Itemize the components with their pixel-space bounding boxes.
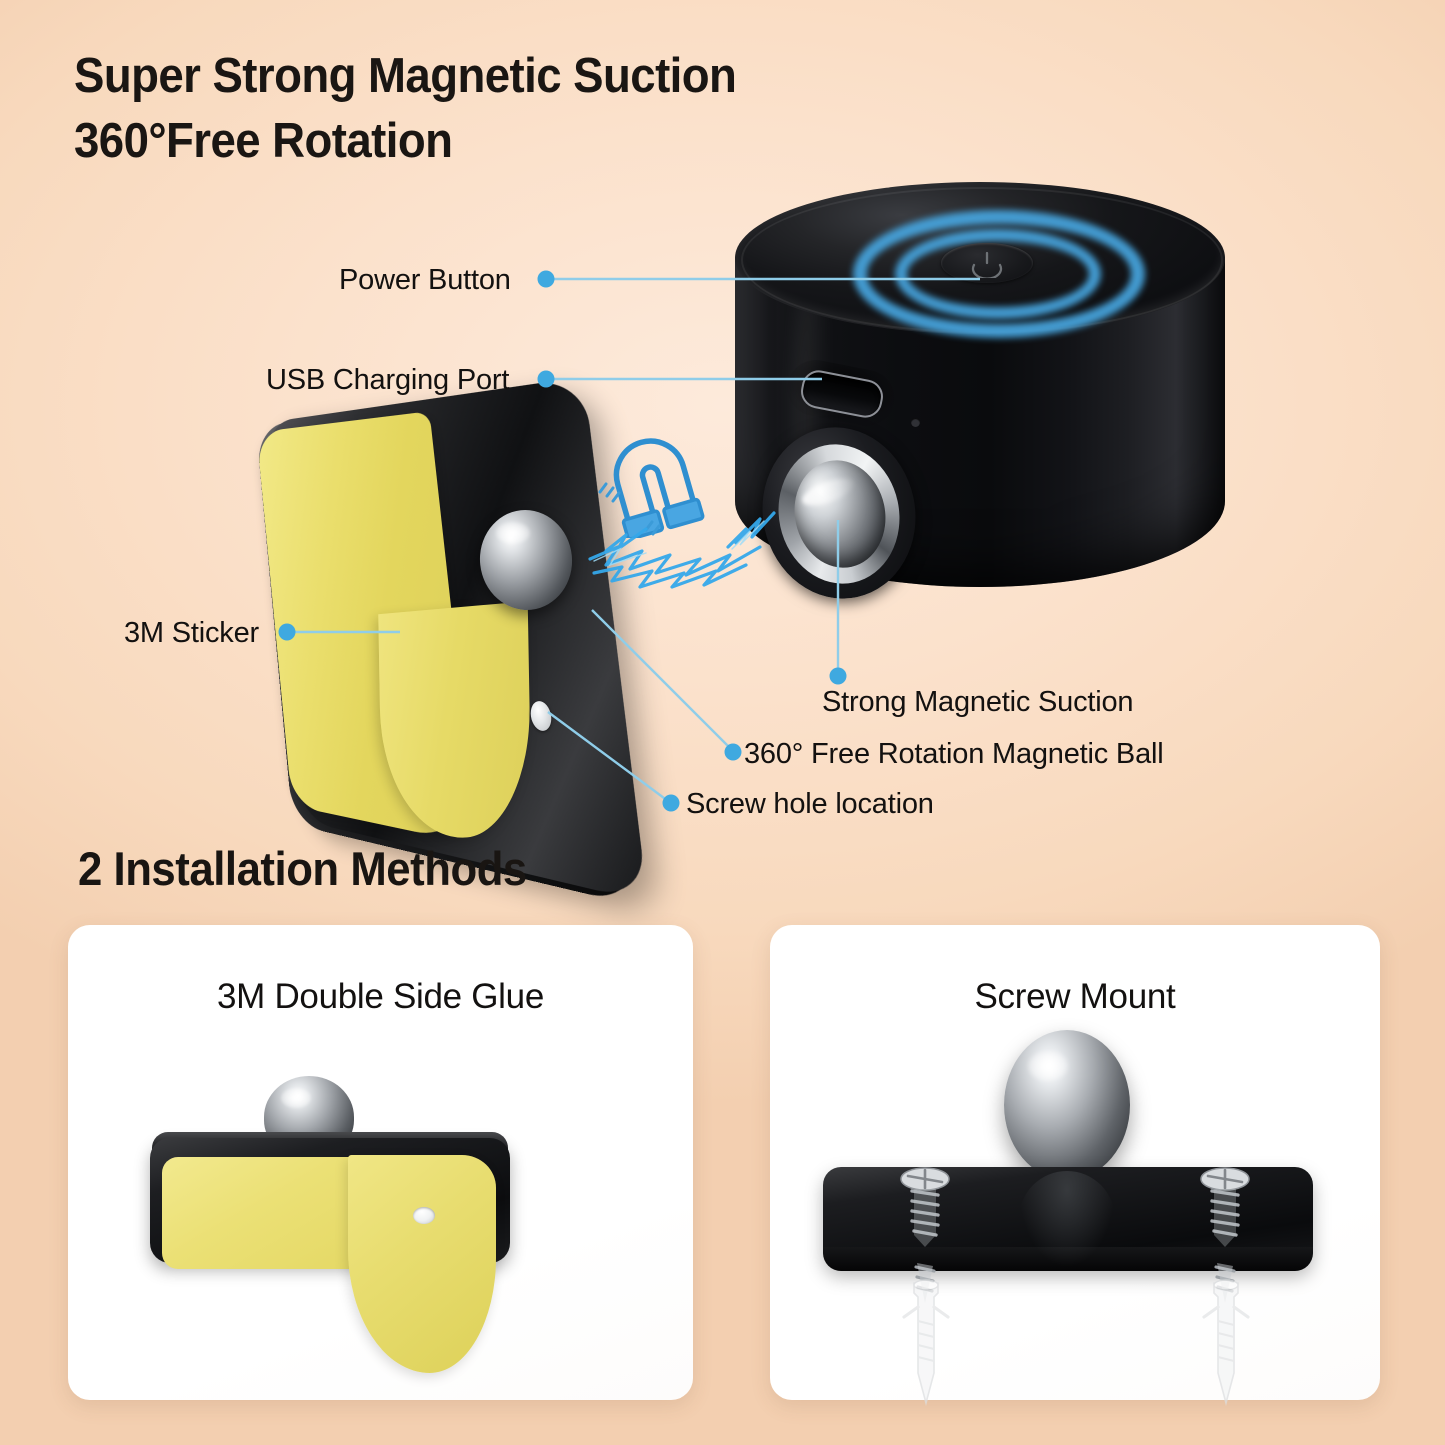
device-illustration xyxy=(735,182,1225,652)
adhesive-liner xyxy=(162,1157,378,1269)
title-line-2: 360°Free Rotation xyxy=(74,113,453,168)
callout-label-magnetic-suction: Strong Magnetic Suction xyxy=(822,686,1134,718)
magnetic-ball-shadow xyxy=(1019,1171,1115,1267)
leader-dot-screw-hole xyxy=(662,794,680,812)
magnetic-ball-highlight xyxy=(1028,1051,1068,1081)
callout-label-magnetic-ball: 360° Free Rotation Magnetic Ball xyxy=(744,738,1164,770)
magnetic-ball-highlight xyxy=(281,1088,311,1108)
leader-dot-magnetic-suction xyxy=(829,667,847,685)
mount-plate-illustration xyxy=(255,376,648,907)
magnetic-ball-icon xyxy=(1004,1030,1130,1180)
leader-dot-power-button xyxy=(537,270,555,288)
adhesive-liner-curl xyxy=(348,1155,496,1373)
power-symbol-icon xyxy=(971,251,1003,278)
wall-anchor-icon xyxy=(902,1279,950,1407)
magnetic-ball-highlight xyxy=(496,522,530,544)
callout-label-power-button: Power Button xyxy=(339,264,511,296)
electric-arc-icon xyxy=(588,511,776,589)
page-title: Super Strong Magnetic Suction 360°Free R… xyxy=(74,44,737,173)
callout-label-usb-port: USB Charging Port xyxy=(266,364,510,396)
wall-anchor-icon xyxy=(1202,1279,1250,1407)
title-line-1: Super Strong Magnetic Suction xyxy=(74,49,737,103)
horseshoe-magnet-icon xyxy=(598,438,705,538)
card-title-glue: 3M Double Side Glue xyxy=(217,977,544,1016)
installation-card-glue: 3M Double Side Glue xyxy=(68,925,693,1400)
screw-hole-icon xyxy=(413,1207,435,1224)
installation-card-screw: Screw Mount xyxy=(770,925,1380,1407)
callout-label-sticker: 3M Sticker xyxy=(124,617,259,649)
callout-label-screw-hole: Screw hole location xyxy=(686,788,934,820)
leader-dot-magnetic-ball xyxy=(724,743,742,761)
led-indicator-icon xyxy=(911,418,920,427)
card-title-screw: Screw Mount xyxy=(974,977,1176,1016)
installation-section-title: 2 Installation Methods xyxy=(78,842,527,895)
